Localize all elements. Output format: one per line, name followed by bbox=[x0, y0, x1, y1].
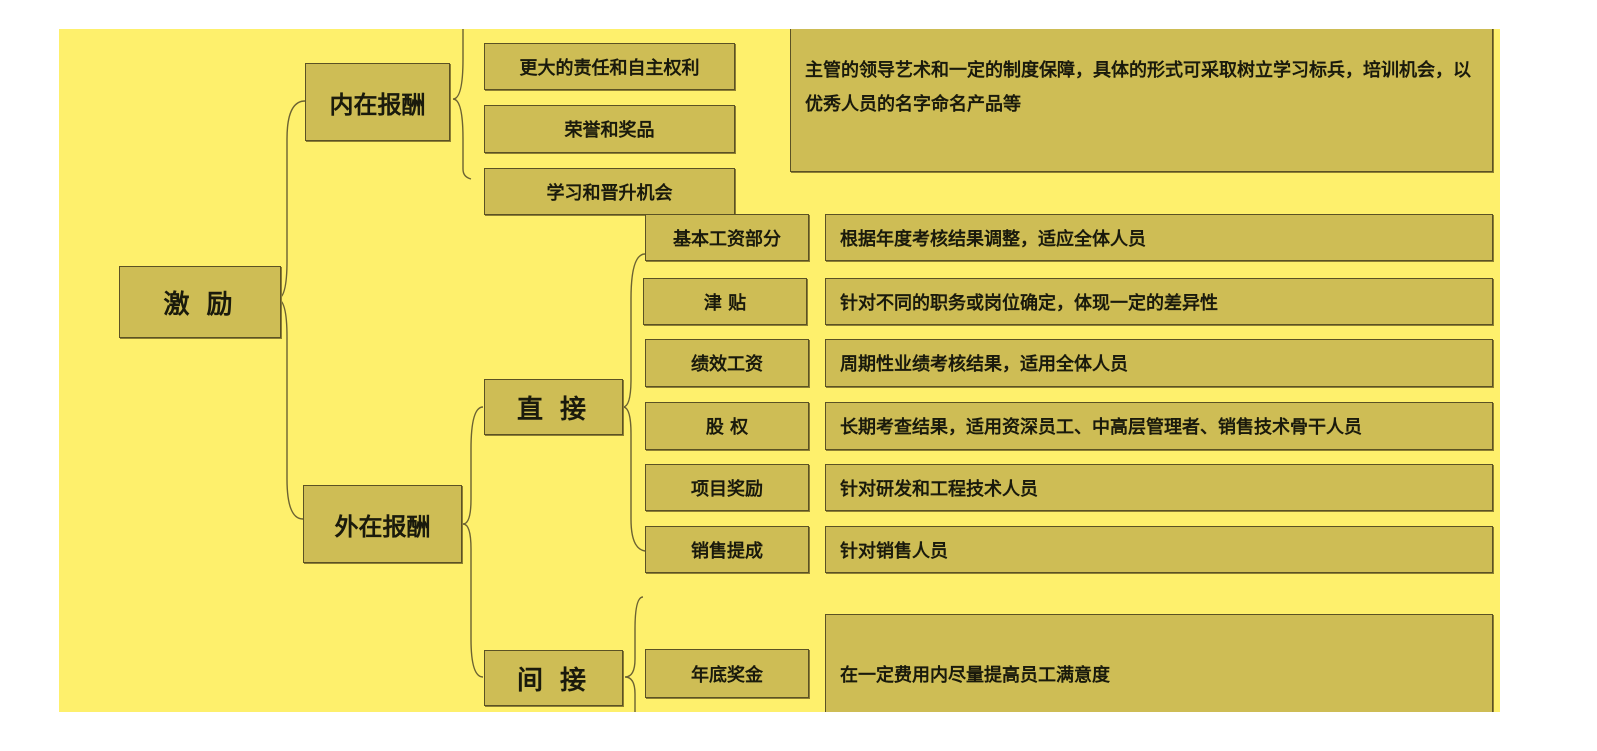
incentive-diagram: 激 励 内在报酬 更大的责任和自主权利 荣誉和奖品 学习和晋升机会 主管的领导艺… bbox=[59, 29, 1500, 712]
indirect-item-name: 年底奖金 bbox=[645, 649, 809, 698]
direct-item-name: 基本工资部分 bbox=[645, 214, 809, 261]
direct-item-name: 项目奖励 bbox=[645, 464, 809, 511]
indirect-node: 间 接 bbox=[484, 650, 623, 706]
direct-item-name: 销售提成 bbox=[645, 526, 809, 573]
intrinsic-note: 主管的领导艺术和一定的制度保障，具体的形式可采取树立学习标兵，培训机会，以优秀人… bbox=[790, 29, 1493, 172]
direct-item-desc: 根据年度考核结果调整，适应全体人员 bbox=[825, 214, 1493, 261]
direct-item-name: 津 贴 bbox=[643, 278, 807, 325]
direct-item-desc: 针对销售人员 bbox=[825, 526, 1493, 573]
intrinsic-item-responsibility: 更大的责任和自主权利 bbox=[484, 43, 735, 90]
root-node: 激 励 bbox=[119, 266, 281, 338]
direct-item-desc: 针对不同的职务或岗位确定，体现一定的差异性 bbox=[825, 278, 1493, 325]
direct-node: 直 接 bbox=[484, 379, 623, 435]
direct-brace bbox=[622, 253, 646, 552]
indirect-item-desc: 在一定费用内尽量提高员工满意度 bbox=[825, 614, 1493, 712]
intrinsic-item-honor: 荣誉和奖品 bbox=[484, 105, 735, 153]
direct-item-name: 股 权 bbox=[645, 402, 809, 450]
root-brace bbox=[276, 100, 306, 520]
direct-item-desc: 周期性业绩考核结果，适用全体人员 bbox=[825, 339, 1493, 387]
intrinsic-reward-node: 内在报酬 bbox=[305, 63, 450, 141]
direct-item-desc: 长期考查结果，适用资深员工、中高层管理者、销售技术骨干人员 bbox=[825, 402, 1493, 450]
extrinsic-brace bbox=[462, 406, 484, 678]
direct-item-desc: 针对研发和工程技术人员 bbox=[825, 464, 1493, 511]
indirect-brace bbox=[624, 596, 644, 712]
direct-item-name: 绩效工资 bbox=[645, 339, 809, 387]
intrinsic-brace bbox=[452, 29, 472, 180]
extrinsic-reward-node: 外在报酬 bbox=[303, 485, 462, 563]
intrinsic-item-learning: 学习和晋升机会 bbox=[484, 168, 735, 215]
